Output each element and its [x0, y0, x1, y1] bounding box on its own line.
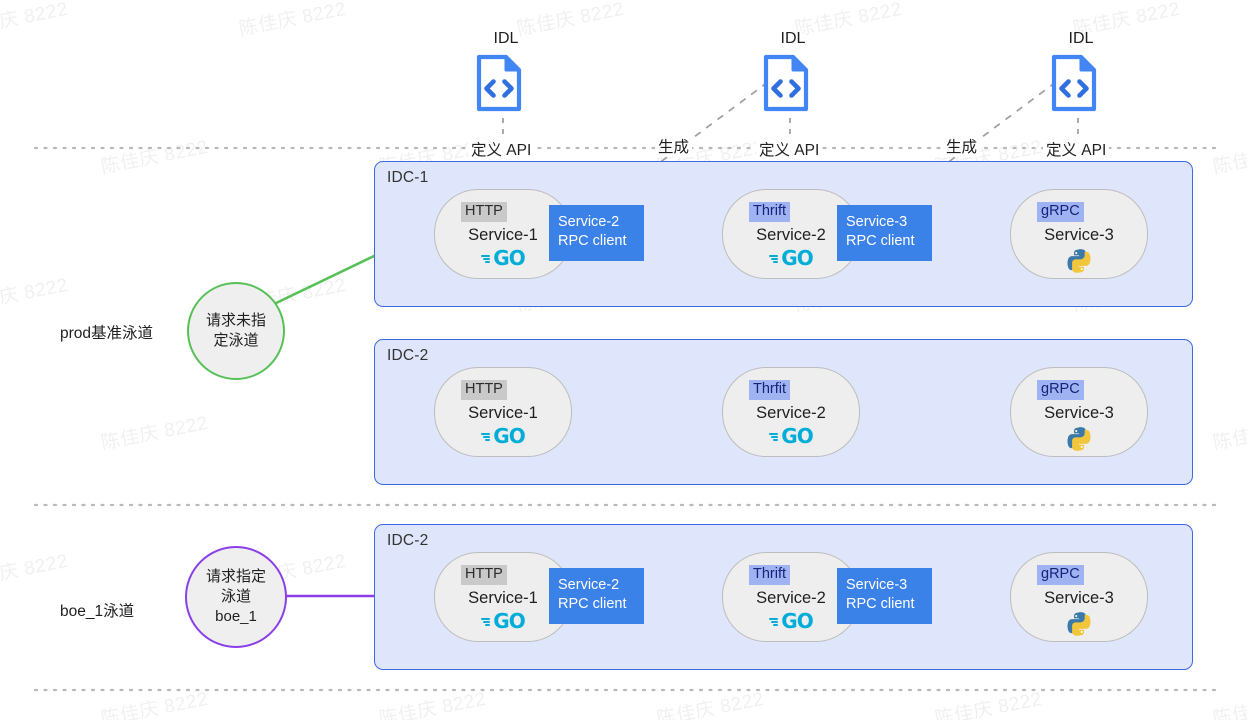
service-name: Service-2: [756, 404, 826, 422]
protocol-badge: Thrift: [749, 202, 791, 222]
idl-node[interactable]: IDL: [1051, 30, 1111, 117]
lane-name-label: boe_1泳道: [60, 603, 135, 620]
python-logo: [1066, 248, 1092, 279]
lane-circle-line: 定泳道: [213, 332, 259, 349]
protocol-badge: HTTP: [461, 202, 507, 222]
golang-logo: GO: [769, 248, 814, 268]
service-name: Service-2: [756, 589, 826, 607]
protocol-badge: gRPC: [1037, 380, 1084, 400]
golang-logo: GO: [481, 426, 526, 446]
lane-circle-line: 泳道: [220, 588, 251, 605]
service-name: Service-3: [1044, 226, 1114, 244]
idc-group-label: IDC-1: [387, 169, 429, 186]
language-logo-slot: GO: [435, 248, 571, 268]
protocol-badge: gRPC: [1037, 202, 1084, 222]
service-name: Service-1: [468, 404, 538, 422]
service-name: Service-1: [468, 589, 538, 607]
service-name: Service-1: [468, 226, 538, 244]
rpc-client-kind: RPC client: [846, 233, 915, 249]
rpc-client-target: Service-3: [846, 577, 908, 593]
idl-node[interactable]: IDL: [476, 30, 536, 117]
protocol-badge: Thrift: [749, 565, 791, 585]
lane-circle-line: 请求指定: [205, 568, 266, 585]
edge-caption: 生成: [943, 135, 981, 157]
lane-name-label: prod基准泳道: [60, 325, 154, 342]
idc-group-label: IDC-2: [387, 347, 429, 364]
rpc-client-kind: RPC client: [558, 596, 627, 612]
golang-logo: GO: [769, 611, 814, 631]
edge-caption: 定义 API: [468, 138, 535, 160]
language-logo-slot: GO: [435, 611, 571, 631]
golang-logo: GO: [769, 426, 814, 446]
separator-lines: [33, 146, 1217, 692]
language-logo-slot: [1011, 426, 1147, 457]
idl-label: IDL: [1068, 30, 1094, 47]
idl-label: IDL: [493, 30, 519, 47]
service-name: Service-2: [756, 226, 826, 244]
service-node[interactable]: gRPC Service-3: [1010, 189, 1148, 279]
idc-group-label: IDC-2: [387, 532, 429, 549]
language-logo-slot: GO: [723, 611, 859, 631]
idl-file-icon: [476, 54, 536, 117]
protocol-badge: HTTP: [461, 565, 507, 585]
golang-logo: GO: [481, 611, 526, 631]
service-node[interactable]: gRPC Service-3: [1010, 367, 1148, 457]
golang-logo: GO: [481, 248, 526, 268]
lane-circle-line: boe_1: [215, 608, 257, 625]
rpc-client-target: Service-2: [558, 577, 620, 593]
language-logo-slot: GO: [435, 426, 571, 446]
lane-entry-circle[interactable]: 请求未指定泳道: [187, 282, 285, 380]
service-node[interactable]: gRPC Service-3: [1010, 552, 1148, 642]
python-logo: [1066, 611, 1092, 642]
rpc-client-target: Service-2: [558, 214, 620, 230]
protocol-badge: gRPC: [1037, 565, 1084, 585]
python-logo: [1066, 426, 1092, 457]
idl-label: IDL: [780, 30, 806, 47]
language-logo-slot: [1011, 248, 1147, 279]
language-logo-slot: GO: [723, 426, 859, 446]
idl-file-icon: [763, 54, 823, 117]
service-name: Service-3: [1044, 404, 1114, 422]
lane-circle-line: 请求未指: [205, 312, 266, 329]
protocol-badge: HTTP: [461, 380, 507, 400]
protocol-badge: Thrfit: [749, 380, 791, 400]
service-name: Service-3: [1044, 589, 1114, 607]
language-logo-slot: GO: [723, 248, 859, 268]
rpc-client-target: Service-3: [846, 214, 908, 230]
edge-caption: 生成: [655, 135, 693, 157]
edge-caption: 定义 API: [756, 138, 823, 160]
idl-file-icon: [1051, 54, 1111, 117]
language-logo-slot: [1011, 611, 1147, 642]
rpc-client-kind: RPC client: [558, 233, 627, 249]
lane-entry-circle[interactable]: 请求指定泳道 boe_1: [185, 546, 287, 648]
idl-node[interactable]: IDL: [763, 30, 823, 117]
edge-caption: 定义 API: [1043, 138, 1110, 160]
rpc-client-kind: RPC client: [846, 596, 915, 612]
